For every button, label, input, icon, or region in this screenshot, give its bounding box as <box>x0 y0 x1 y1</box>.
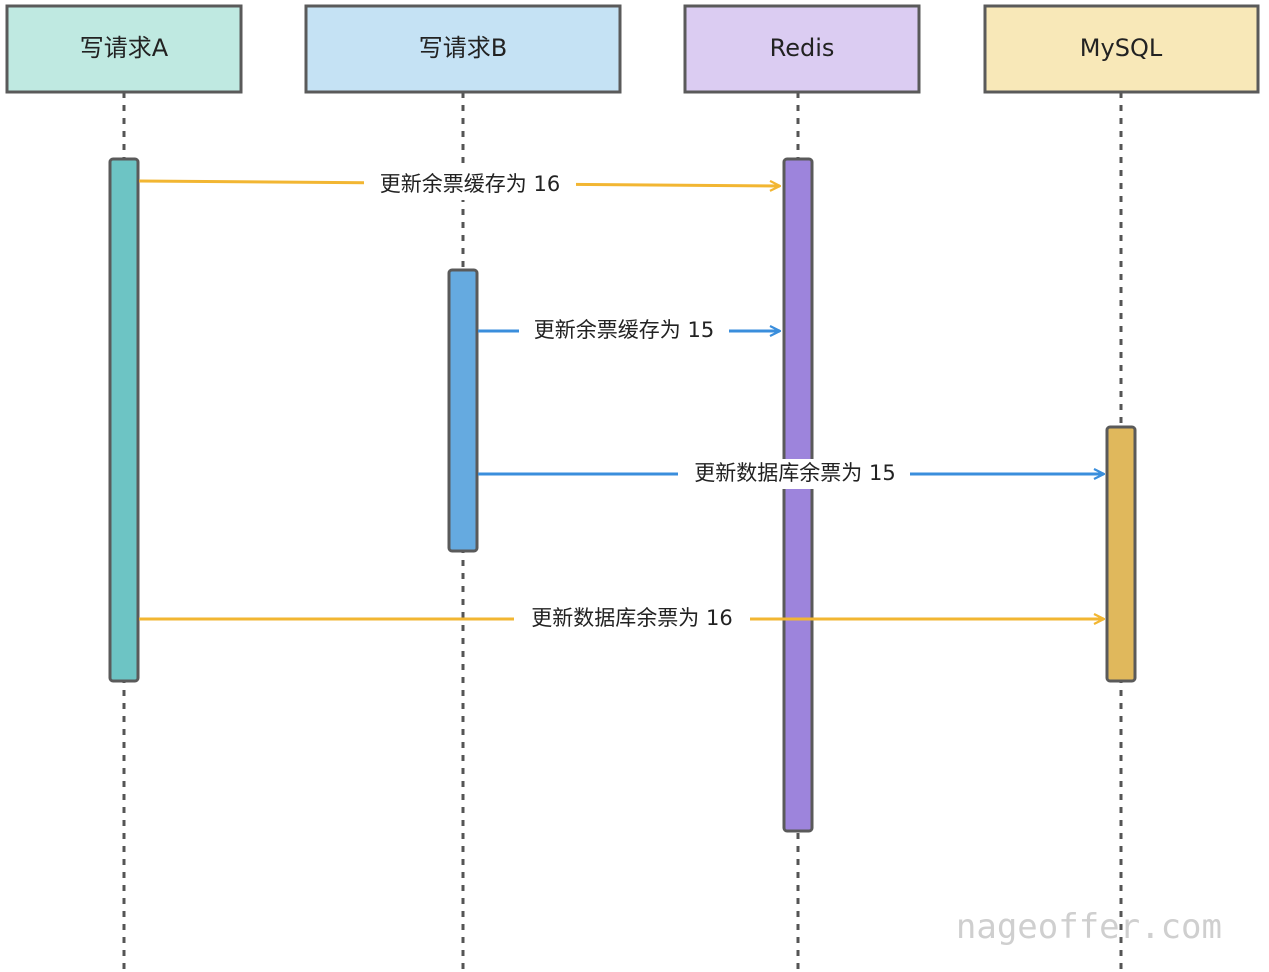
message-a-update-db: 更新数据库余票为 16 <box>139 604 1104 634</box>
participant-b: 写请求B <box>304 4 622 94</box>
message-a-update-cache: 更新余票缓存为 16 <box>138 170 780 200</box>
activation-bar-b <box>447 268 479 553</box>
message-label: 更新数据库余票为 16 <box>531 606 732 630</box>
message-b-update-db: 更新数据库余票为 15 <box>478 459 1104 489</box>
participant-redis-label: Redis <box>770 34 835 62</box>
participant-a-label: 写请求A <box>80 34 169 62</box>
message-label: 更新余票缓存为 16 <box>380 172 560 196</box>
label-background <box>519 316 729 346</box>
activation-bar-a <box>108 157 140 683</box>
label-background <box>364 170 576 200</box>
participant-mysql-label: MySQL <box>1080 34 1163 62</box>
label-background <box>678 459 910 489</box>
activation-bar-mysql <box>1105 425 1137 683</box>
message-label: 更新数据库余票为 15 <box>694 461 895 485</box>
message-b-update-cache: 更新余票缓存为 15 <box>478 316 780 346</box>
label-background <box>514 604 750 634</box>
participant-redis: Redis <box>683 4 921 94</box>
activation-bar-redis <box>782 157 814 833</box>
message-label: 更新余票缓存为 15 <box>534 318 714 342</box>
participant-mysql: MySQL <box>983 4 1260 94</box>
watermark: nageoffer.com <box>956 907 1222 947</box>
participant-a: 写请求A <box>5 4 243 94</box>
participant-b-label: 写请求B <box>419 34 507 62</box>
